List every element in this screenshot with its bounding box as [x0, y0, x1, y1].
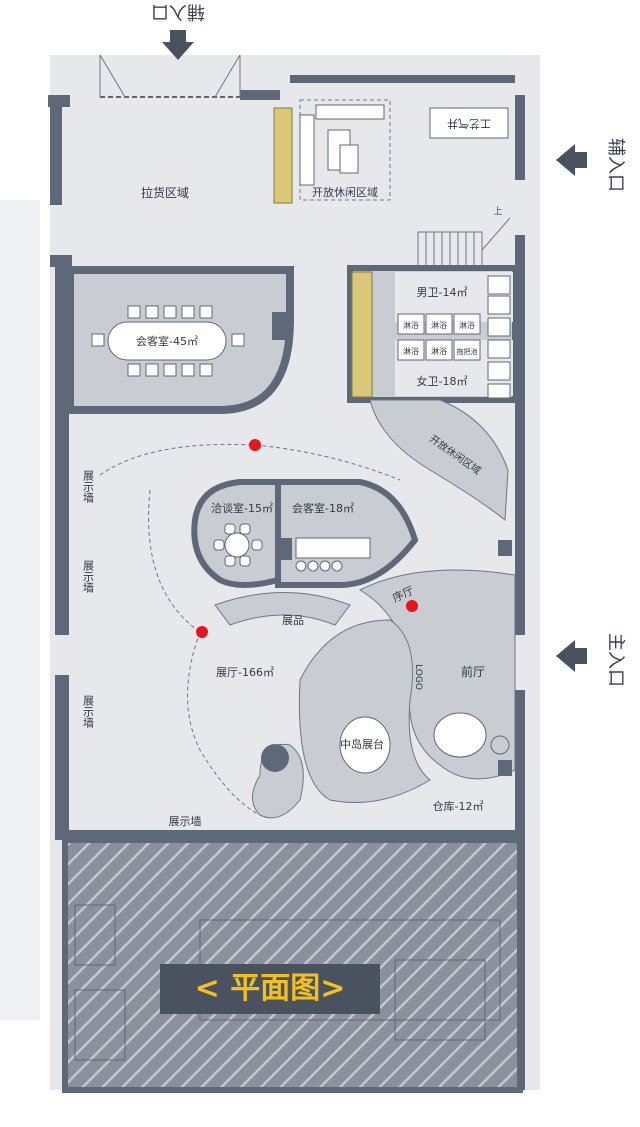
small-meeting-table	[295, 537, 371, 559]
entrance-right-lower-label: 主入口	[605, 633, 626, 687]
reception-desk	[433, 712, 487, 758]
meeting-table-large	[107, 321, 227, 361]
warehouse-label: 仓库-12㎡	[433, 799, 484, 813]
open-lounge-top-label: 开放休闲区域	[312, 185, 378, 199]
plant-front	[490, 735, 510, 755]
stairs-up-label: 上	[493, 206, 502, 217]
mens-restroom-label: 男卫-14㎡	[417, 286, 468, 299]
mop-pool-label: 拖把池	[457, 347, 478, 356]
column-swirl	[261, 744, 289, 772]
logo-label: LOGO	[413, 664, 423, 690]
restrooms	[347, 265, 518, 403]
island-display-area	[298, 619, 431, 803]
exhibit-items-label: 展品	[282, 614, 304, 627]
right-lower-entrance-arrow-icon	[556, 640, 587, 672]
meeting-room-large-label: 会客室-45㎡	[136, 334, 198, 348]
plan-caption: < 平面图>	[195, 971, 346, 1006]
loading-area-label: 拉货区域	[141, 185, 189, 200]
right-upper-entrance-arrow-icon	[556, 144, 587, 176]
exhibit-band	[214, 592, 351, 626]
marker-1	[249, 439, 261, 451]
display-wall-bottom-label: 展示墙	[169, 814, 202, 828]
shower-label: 淋浴	[403, 320, 419, 330]
shower-label: 淋浴	[431, 346, 447, 356]
front-hall-label: 前厅	[461, 664, 485, 679]
island-display-label: 中岛展台	[340, 737, 384, 751]
small-meeting-screen	[278, 538, 292, 560]
lounge-curved	[369, 399, 509, 521]
restroom-fixture-labels: 淋浴 淋浴 淋浴 淋浴 淋浴 拖把池	[403, 320, 478, 356]
negotiation-table	[213, 523, 263, 567]
flow-markers	[196, 439, 418, 638]
shower-label: 淋浴	[459, 320, 475, 330]
lounge-divider	[273, 107, 293, 204]
shower-label: 淋浴	[403, 346, 419, 356]
womens-restroom-label: 女卫-18㎡	[417, 374, 468, 388]
display-wall-left-bottom-label: 展示墙	[82, 695, 95, 729]
flow-line-2	[148, 489, 201, 633]
meeting-room-small	[275, 479, 419, 588]
negotiation-room-label: 洽谈室-15㎡	[211, 501, 273, 515]
top-entrance-arrow-icon	[162, 30, 194, 60]
meeting-screen	[272, 312, 286, 340]
columns	[498, 540, 512, 776]
stairs	[417, 217, 511, 271]
display-wall-left-middle-label: 展示墙	[82, 560, 95, 594]
display-wall-left-top-label: 展示墙	[82, 470, 95, 504]
meeting-chairs-large	[91, 305, 245, 377]
marker-3	[406, 600, 418, 612]
lounge-sofa	[299, 104, 385, 186]
small-meeting-chairs	[295, 560, 343, 572]
island-display	[339, 716, 391, 774]
caption-box	[160, 964, 380, 1014]
shower-label: 淋浴	[431, 320, 447, 330]
exhibition-hall-label: 展厅-166㎡	[216, 666, 274, 679]
flow-line-3	[187, 631, 261, 816]
top-entrance-frame	[99, 54, 241, 98]
meeting-room-small-label: 会客室-18㎡	[292, 501, 354, 515]
marker-2	[196, 626, 208, 638]
process-gas-well	[429, 107, 509, 139]
entrance-right-upper-label: 辅入口	[605, 138, 626, 192]
entrance-top-label: 辅入口	[151, 1, 205, 22]
outside-strip	[0, 200, 40, 1020]
process-gas-well-label: 工艺气井	[447, 117, 491, 131]
